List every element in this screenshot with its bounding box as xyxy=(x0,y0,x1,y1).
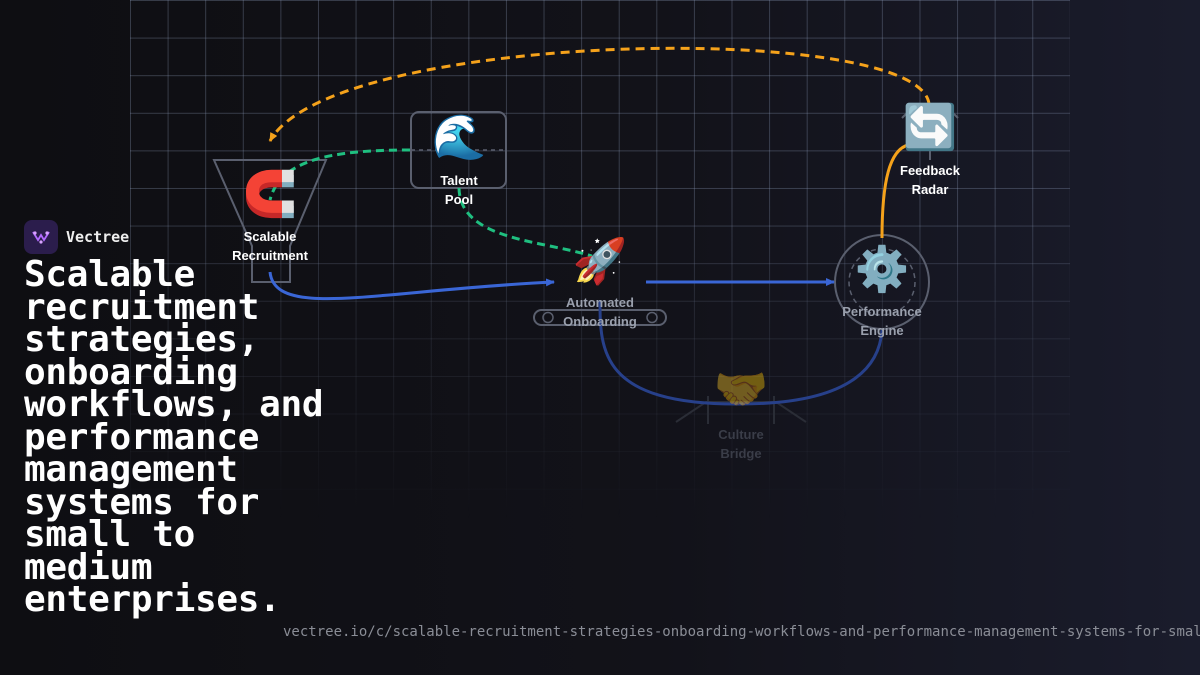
node-label-line: Bridge xyxy=(720,446,762,461)
node-label-line: Talent xyxy=(440,173,478,188)
handshake-icon: 🤝 xyxy=(713,364,769,415)
node-label-scalable-recruitment[interactable]: Scalable Recruitment xyxy=(215,227,325,265)
node-label-line: Feedback xyxy=(900,163,960,178)
vectree-logo-icon xyxy=(24,220,58,254)
node-label-performance-engine[interactable]: Performance Engine xyxy=(827,302,937,340)
brand[interactable]: Vectree xyxy=(24,220,129,254)
background-grid xyxy=(130,0,1070,520)
bridge-frame xyxy=(675,396,807,424)
node-label-line: Radar xyxy=(911,182,949,197)
node-label-culture-bridge[interactable]: Culture Bridge xyxy=(686,425,796,463)
talent-pool-to-onboarding-connector xyxy=(457,187,593,258)
node-label-line: Scalable xyxy=(243,229,297,244)
onboarding-to-engine-via-bridge-connector xyxy=(598,299,884,406)
node-label-line: Pool xyxy=(444,192,474,207)
node-label-line: Recruitment xyxy=(232,248,308,263)
magnet-icon: 🧲 xyxy=(242,169,298,220)
node-label-line: Performance xyxy=(842,304,922,319)
radar-frame xyxy=(901,109,959,160)
talent-pool-to-recruitment-connector xyxy=(268,148,411,201)
node-label-feedback-radar[interactable]: Feedback Radar xyxy=(875,161,985,199)
node-label-talent-pool[interactable]: Talent Pool xyxy=(404,171,514,209)
node-label-automated-onboarding[interactable]: Automated Onboarding xyxy=(545,293,655,331)
recruitment-to-onboarding-connector xyxy=(268,271,555,301)
funnel-frame xyxy=(212,159,328,283)
node-label-line: Engine xyxy=(860,323,904,338)
node-label-line: Culture xyxy=(718,427,764,442)
brand-name: Vectree xyxy=(66,228,130,246)
refresh-icon: 🔄 xyxy=(902,102,958,153)
rocket-icon: 🚀 xyxy=(572,236,628,287)
page-title: Scalable recruitment strategies, onboard… xyxy=(24,254,324,620)
node-label-line: Onboarding xyxy=(563,314,637,329)
conveyor-roller-right xyxy=(646,311,658,324)
page-url[interactable]: vectree.io/c/scalable-recruitment-strate… xyxy=(283,624,1200,640)
gear-icon: ⚙️ xyxy=(854,244,910,295)
wave-icon: 🌊 xyxy=(431,112,487,163)
engine-ring-inner xyxy=(848,248,916,316)
feedback-loop-connector xyxy=(268,46,931,142)
node-label-line: Automated xyxy=(566,295,634,310)
conveyor-roller-left xyxy=(542,311,554,324)
radar-to-engine-connector xyxy=(880,143,909,239)
